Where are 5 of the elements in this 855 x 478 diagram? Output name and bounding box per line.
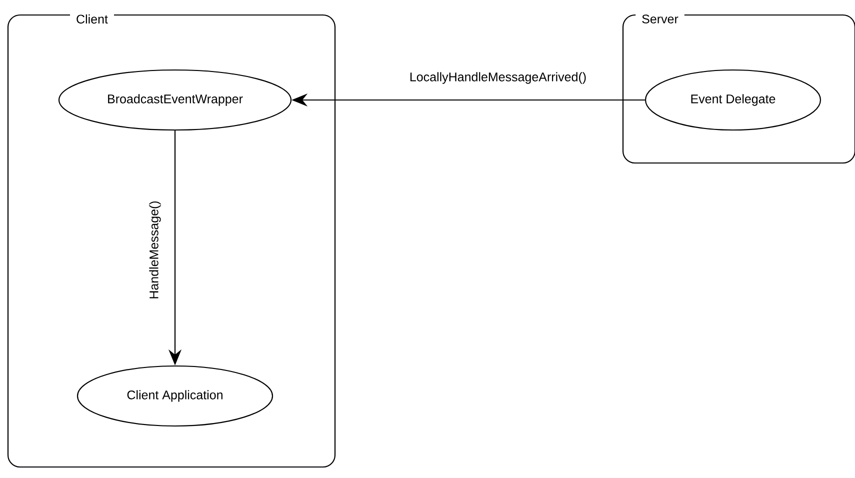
- edge-label: HandleMessage(): [148, 200, 162, 300]
- ellipse-node: Event Delegate: [644, 69, 822, 131]
- ellipse-node: Client Application: [76, 365, 274, 427]
- ellipse-node: BroadcastEventWrapper: [58, 69, 292, 131]
- edge-label: LocallyHandleMessageArrived(): [408, 71, 588, 85]
